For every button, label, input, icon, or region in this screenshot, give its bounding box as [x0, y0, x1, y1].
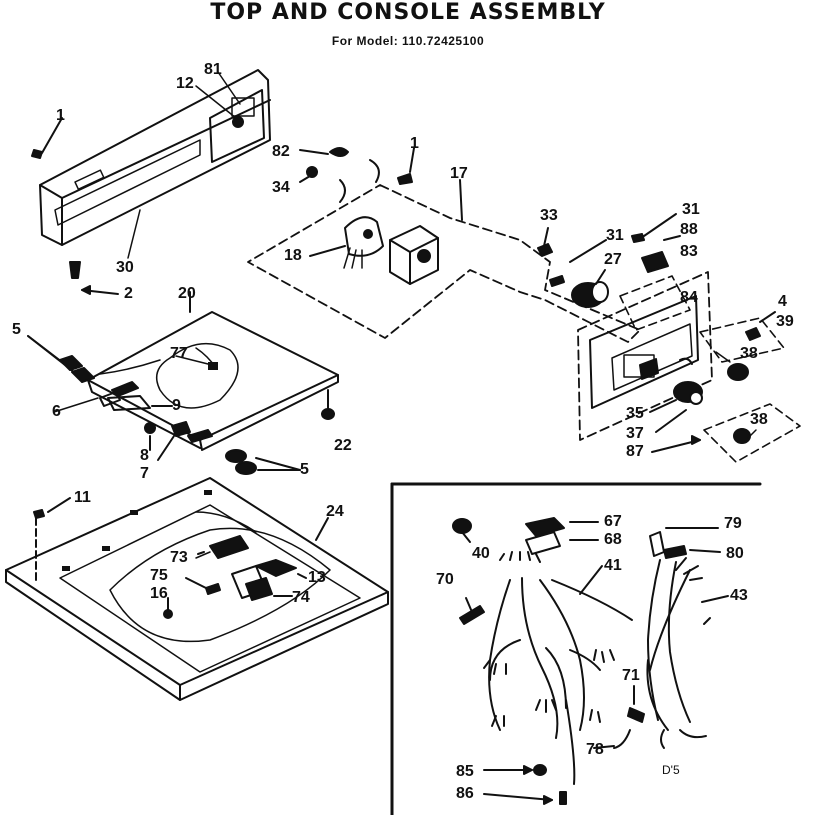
part-label: 78 [586, 741, 604, 758]
part-label: 11 [74, 489, 91, 506]
part-label: 70 [436, 571, 454, 588]
terminal-block-67-68 [525, 517, 599, 555]
part-label: 79 [724, 515, 742, 532]
part-label: 35 [626, 405, 644, 422]
part-label: 71 [622, 667, 640, 684]
part-label: 20 [178, 285, 196, 302]
part-label: 5 [300, 461, 309, 478]
wire-harness-43 [646, 557, 729, 749]
part-label: 1 [410, 135, 419, 152]
part-label: 38 [750, 411, 768, 428]
corner-mark: D'5 [662, 763, 680, 777]
part-label: 83 [680, 243, 698, 260]
switch-assembly-39 [699, 311, 785, 381]
cabinet-top-24 [5, 477, 389, 701]
screw-parts-85-86 [483, 764, 567, 805]
screw-part-1 [31, 117, 63, 159]
part-label: 5 [12, 321, 21, 338]
clip-part-79-80 [649, 527, 721, 559]
part-label: 73 [170, 549, 188, 566]
leader-lines [53, 71, 757, 559]
console-panel [39, 69, 271, 246]
part-label: 38 [740, 345, 758, 362]
clip-part-82 [299, 147, 380, 203]
bumper-part-22 [321, 389, 335, 420]
screw-part-33 [537, 227, 553, 257]
screw-part-1b [397, 147, 415, 185]
switch-knob-35 [649, 381, 703, 433]
part-label: 88 [680, 221, 698, 238]
part-label: 81 [204, 61, 222, 78]
switch-part-18 [309, 216, 384, 269]
knob-part-27 [571, 269, 609, 308]
part-label: 74 [292, 589, 310, 606]
part-label: 22 [334, 437, 352, 454]
diagram-title: TOP AND CONSOLE ASSEMBLY [210, 0, 606, 25]
part-label: 27 [604, 251, 622, 268]
part-label: 41 [604, 557, 622, 574]
bracket-part-88 [641, 235, 681, 273]
part-label: 8 [140, 447, 149, 464]
part-label: 4 [778, 293, 787, 310]
part-label: 68 [604, 531, 622, 548]
part-label: 40 [472, 545, 490, 562]
part-label: 75 [150, 567, 168, 584]
part-label: 39 [776, 313, 794, 330]
part-label: 1 [56, 107, 65, 124]
timer-bracket-17 [247, 179, 641, 343]
bracket-part-9 [107, 395, 173, 411]
part-label: 84 [680, 289, 698, 306]
model-number: For Model: 110.72425100 [331, 34, 485, 48]
part-label: 67 [604, 513, 622, 530]
part-label: 86 [456, 785, 474, 802]
part-label: 82 [272, 143, 290, 160]
hinge-part-5 [27, 335, 139, 407]
pin-part-11 [33, 497, 71, 583]
part-label: 7 [140, 465, 149, 482]
part-label: 2 [124, 285, 133, 302]
screw-part-31 [549, 213, 677, 287]
connector-part-70 [459, 597, 485, 625]
screw-part-34 [299, 166, 318, 183]
control-panel-83 [577, 271, 713, 441]
part-label: 37 [626, 425, 644, 442]
screws-part-5b [225, 449, 301, 475]
foot-part-2 [69, 261, 119, 295]
part-label: 34 [272, 179, 290, 196]
wiring-inset [390, 482, 762, 815]
part-label: 16 [150, 585, 168, 602]
part-label: 85 [456, 763, 474, 780]
part-label: 31 [682, 201, 700, 218]
lid-parts-13-74-75 [163, 559, 307, 619]
part-label: 6 [52, 403, 61, 420]
clips-7-8 [144, 421, 213, 461]
timer-motor [389, 225, 439, 285]
part-label: 12 [176, 75, 194, 92]
part-label: 80 [726, 545, 744, 562]
part-label: 18 [284, 247, 302, 264]
part-label: 30 [116, 259, 134, 276]
top-panel-20 [87, 291, 339, 451]
part-label: 9 [172, 397, 181, 414]
dashed-part-84 [619, 275, 691, 331]
part-label: 17 [450, 165, 468, 182]
part-label: 43 [730, 587, 748, 604]
part-label: 24 [326, 503, 344, 520]
part-label: 13 [308, 569, 326, 586]
lid-switch-73 [197, 535, 249, 559]
part-label: 87 [626, 443, 644, 460]
connector-part-71 [627, 685, 645, 723]
wire-harness-41 [483, 551, 633, 785]
part-label: 77 [170, 345, 188, 362]
part-label: 33 [540, 207, 558, 224]
part-label: 31 [606, 227, 624, 244]
clip-part-78 [593, 729, 631, 749]
terminal-part-40 [452, 518, 472, 543]
switch-assembly-87 [651, 403, 801, 463]
